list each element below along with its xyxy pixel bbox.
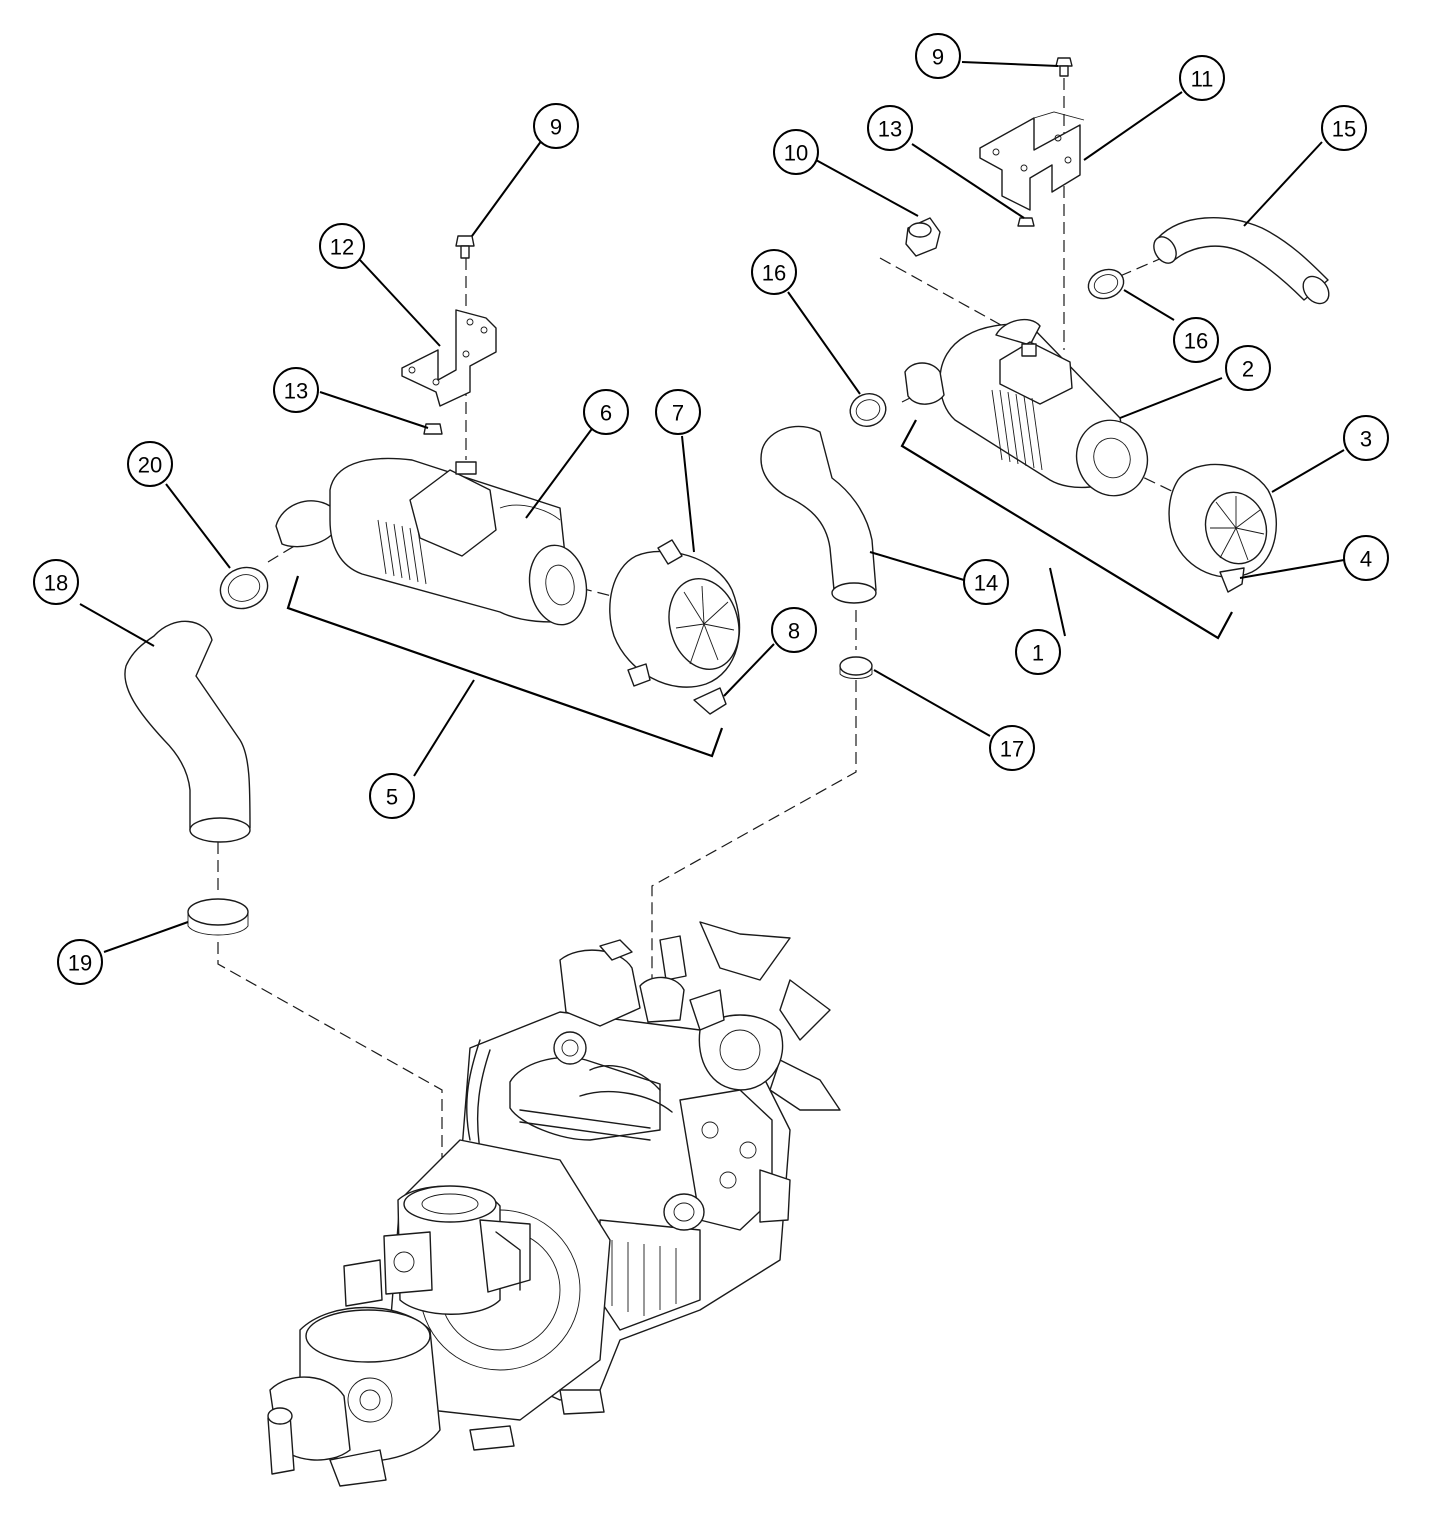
callout-11: 11 — [1179, 55, 1225, 101]
callout-20: 20 — [127, 441, 173, 487]
callout-3: 3 — [1343, 415, 1389, 461]
svg-text:13: 13 — [284, 379, 308, 404]
callout-9-right: 9 — [915, 33, 961, 79]
svg-text:19: 19 — [68, 951, 92, 976]
callout-1: 1 — [1015, 629, 1061, 675]
nut-left — [423, 423, 443, 435]
callout-5: 5 — [369, 773, 415, 819]
callout-7: 7 — [655, 389, 701, 435]
callout-13-left: 13 — [273, 367, 319, 413]
svg-text:15: 15 — [1332, 117, 1356, 142]
intake-hose-left — [124, 620, 251, 843]
hose-clamp-lower-middle — [839, 656, 873, 679]
svg-text:9: 9 — [932, 45, 944, 70]
svg-text:1: 1 — [1032, 641, 1044, 666]
svg-text:16: 16 — [1184, 329, 1208, 354]
svg-text:10: 10 — [784, 141, 808, 166]
dust-valve-right — [1219, 567, 1245, 593]
air-cleaner-cover-left — [609, 539, 741, 688]
callout-13-right: 13 — [867, 105, 913, 151]
callout-10: 10 — [773, 129, 819, 175]
svg-text:5: 5 — [386, 785, 398, 810]
rubber-mount — [905, 217, 941, 257]
engine-assembly — [267, 921, 841, 1487]
callout-15: 15 — [1321, 105, 1367, 151]
assembly-brackets — [286, 419, 1233, 758]
svg-text:20: 20 — [138, 453, 162, 478]
svg-text:9: 9 — [550, 115, 562, 140]
air-cleaner-body-left — [275, 457, 588, 626]
callout-18: 18 — [33, 559, 79, 605]
bolt-right — [1055, 57, 1073, 77]
leader-lines — [79, 61, 1345, 953]
svg-text:11: 11 — [1191, 67, 1214, 92]
svg-text:18: 18 — [44, 571, 68, 596]
callout-19: 19 — [57, 939, 103, 985]
svg-text:12: 12 — [330, 235, 354, 260]
hose-clamp-left — [219, 566, 269, 610]
svg-text:4: 4 — [1360, 547, 1372, 572]
hose-clamp-upper-right — [1087, 268, 1125, 300]
callouts: 1 2 3 4 5 6 7 8 9 9 10 11 12 13 13 14 15… — [33, 33, 1389, 985]
callout-2: 2 — [1225, 345, 1271, 391]
hose-clamp-middle — [849, 393, 887, 427]
intake-hose-right — [1153, 217, 1330, 305]
svg-text:17: 17 — [1000, 737, 1024, 762]
callout-16-right: 16 — [1173, 317, 1219, 363]
svg-text:6: 6 — [600, 401, 612, 426]
dust-valve-left — [693, 687, 727, 715]
hose-clamp-bottom-left — [187, 898, 249, 936]
svg-text:2: 2 — [1242, 357, 1254, 382]
svg-text:16: 16 — [762, 261, 786, 286]
air-cleaner-body-right — [904, 318, 1149, 497]
mounting-bracket-left — [401, 309, 497, 407]
callout-17: 17 — [989, 725, 1035, 771]
callout-6: 6 — [583, 389, 629, 435]
svg-text:3: 3 — [1360, 427, 1372, 452]
svg-text:7: 7 — [672, 401, 684, 426]
svg-text:14: 14 — [974, 571, 998, 596]
callout-12: 12 — [319, 223, 365, 269]
svg-text:13: 13 — [878, 117, 902, 142]
intake-hose-middle — [760, 425, 877, 604]
callout-8: 8 — [771, 607, 817, 653]
callout-14: 14 — [963, 559, 1009, 605]
mounting-bracket-right — [979, 111, 1085, 211]
callout-16-middle: 16 — [751, 249, 797, 295]
callout-4: 4 — [1343, 535, 1389, 581]
air-cleaner-cover-right — [1168, 463, 1278, 578]
bolt-left — [455, 235, 475, 259]
callout-9-left: 9 — [533, 103, 579, 149]
nut-right — [1017, 217, 1035, 227]
svg-text:8: 8 — [788, 619, 800, 644]
